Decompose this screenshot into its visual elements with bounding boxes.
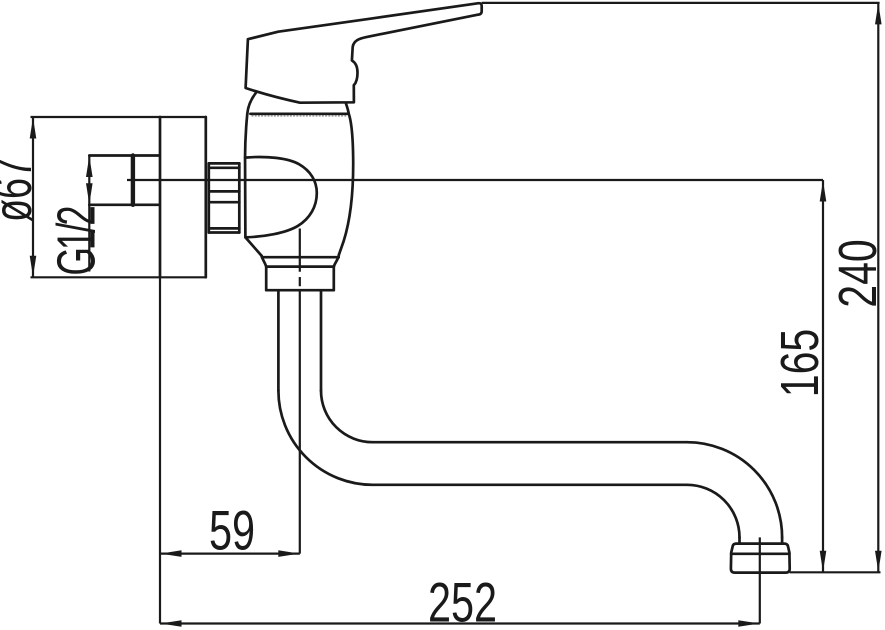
svg-text:240: 240 — [829, 239, 885, 307]
svg-text:165: 165 — [771, 329, 831, 397]
svg-text:ø67: ø67 — [0, 157, 43, 222]
svg-text:G1/2: G1/2 — [45, 207, 106, 276]
svg-text:252: 252 — [428, 571, 497, 630]
svg-text:59: 59 — [209, 499, 255, 562]
